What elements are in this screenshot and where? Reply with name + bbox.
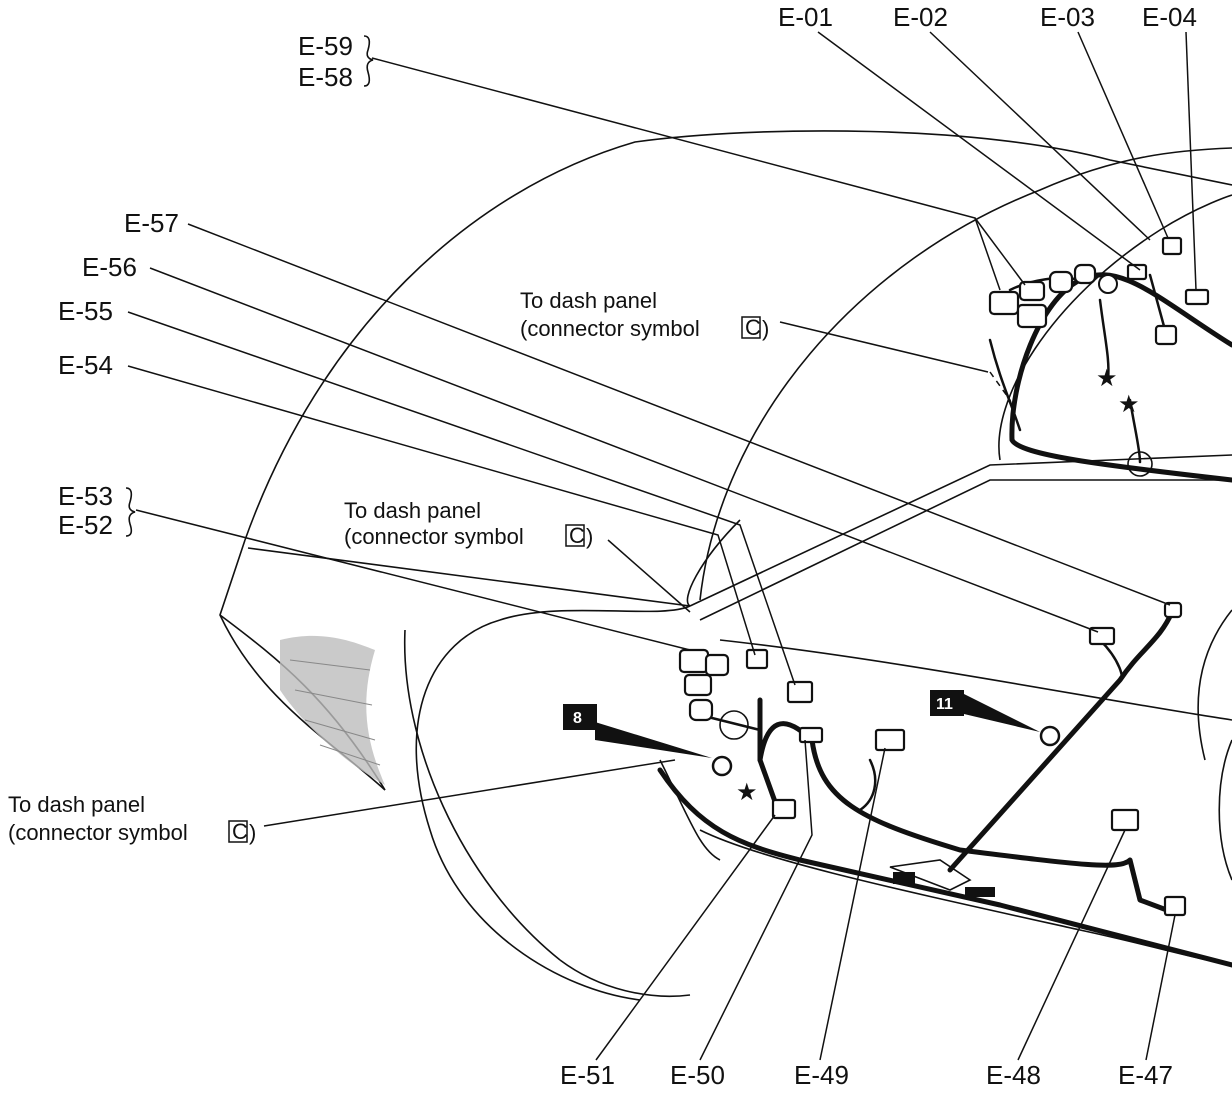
ground-tag-left: 8 xyxy=(563,704,712,758)
label-e55: E-55 xyxy=(58,296,113,326)
label-e59: E-59 xyxy=(298,31,353,61)
note-line2: (connector symbol xyxy=(520,316,700,341)
connector-labels-left: E-59 E-58 E-57 E-56 E-55 E-54 E-53 E-52 xyxy=(58,31,374,540)
label-e47: E-47 xyxy=(1118,1060,1173,1090)
label-e03: E-03 xyxy=(1040,2,1095,32)
main-harness xyxy=(657,272,1232,968)
ground-tag-right: 11 xyxy=(930,690,1040,732)
note-dash-panel-left: To dash panel (connector symbol C ) xyxy=(8,792,256,845)
connector-cluster-upper xyxy=(988,236,1210,477)
label-e54: E-54 xyxy=(58,350,113,380)
star-markers: ★ ★ ★ xyxy=(736,365,1140,806)
connector-labels-bottom: E-51 E-50 E-49 E-48 E-47 xyxy=(560,1060,1173,1090)
svg-text:★: ★ xyxy=(1096,365,1118,392)
label-e02: E-02 xyxy=(893,2,948,32)
ground-tag-left-label: 8 xyxy=(573,710,582,727)
leader-lines xyxy=(127,31,1197,1061)
label-e48: E-48 xyxy=(986,1060,1041,1090)
label-e50: E-50 xyxy=(670,1060,725,1090)
label-e51: E-51 xyxy=(560,1060,615,1090)
fender-shading xyxy=(280,635,385,785)
label-e58: E-58 xyxy=(298,62,353,92)
label-e57: E-57 xyxy=(124,208,179,238)
note-line1: To dash panel xyxy=(344,498,481,523)
ground-tag-right-label: 11 xyxy=(936,696,953,713)
svg-text:): ) xyxy=(762,316,769,341)
car-body-outline xyxy=(219,130,1232,1001)
note-line2: (connector symbol xyxy=(8,820,188,845)
note-dash-panel-middle: To dash panel (connector symbol C ) xyxy=(344,498,593,549)
label-e52: E-52 xyxy=(58,510,113,540)
label-e56: E-56 xyxy=(82,252,137,282)
note-symbol: C xyxy=(232,819,248,844)
svg-text:★: ★ xyxy=(1118,391,1140,418)
connector-labels-top: E-01 E-02 E-03 E-04 xyxy=(778,2,1197,32)
label-e49: E-49 xyxy=(794,1060,849,1090)
note-line1: To dash panel xyxy=(8,792,145,817)
note-symbol: C xyxy=(745,315,761,340)
label-e04: E-04 xyxy=(1142,2,1197,32)
label-e01: E-01 xyxy=(778,2,833,32)
note-line1: To dash panel xyxy=(520,288,657,313)
svg-text:): ) xyxy=(586,524,593,549)
note-line2: (connector symbol xyxy=(344,524,524,549)
label-e53: E-53 xyxy=(58,481,113,511)
svg-text:★: ★ xyxy=(736,779,758,806)
note-dash-panel-upper: To dash panel (connector symbol C ) xyxy=(520,288,769,341)
connector-cluster-lower xyxy=(678,601,1187,917)
svg-text:): ) xyxy=(249,820,256,845)
note-symbol: C xyxy=(569,523,585,548)
